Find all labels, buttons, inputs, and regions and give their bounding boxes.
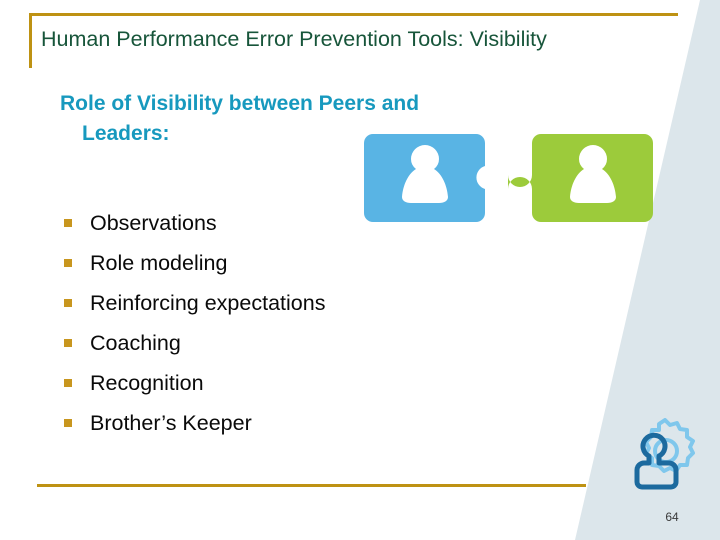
list-item-label: Coaching	[90, 331, 181, 355]
person-icon	[634, 432, 679, 490]
puzzle-people-graphic	[364, 134, 653, 222]
list-item: Observations	[62, 203, 482, 243]
person-gear-logo	[634, 418, 695, 490]
square-bullet-icon	[64, 299, 72, 307]
list-item-label: Observations	[90, 211, 217, 235]
list-item-label: Reinforcing expectations	[90, 291, 326, 315]
slide-title: Human Performance Error Prevention Tools…	[41, 27, 547, 51]
list-item-label: Role modeling	[90, 251, 228, 275]
square-bullet-icon	[64, 339, 72, 347]
list-item-label: Brother’s Keeper	[90, 411, 252, 435]
bottom-rule	[37, 484, 586, 487]
subtitle-line-2: Leaders:	[82, 122, 170, 145]
subtitle-line-1: Role of Visibility between Peers and	[60, 92, 420, 115]
square-bullet-icon	[64, 259, 72, 267]
list-item: Recognition	[62, 363, 482, 403]
list-item: Reinforcing expectations	[62, 283, 482, 323]
bullet-list: Observations Role modeling Reinforcing e…	[62, 203, 482, 443]
square-bullet-icon	[64, 419, 72, 427]
leader-puzzle-piece-green-icon	[508, 134, 653, 222]
page-number: 64	[665, 510, 679, 524]
list-item: Role modeling	[62, 243, 482, 283]
title-rule-top	[29, 13, 678, 16]
list-item: Brother’s Keeper	[62, 403, 482, 443]
square-bullet-icon	[64, 219, 72, 227]
title-rule-left	[29, 13, 32, 68]
list-item-label: Recognition	[90, 371, 204, 395]
list-item: Coaching	[62, 323, 482, 363]
peer-puzzle-piece-blue-icon	[364, 134, 485, 222]
subtitle: Role of Visibility between Peers and Lea…	[60, 89, 560, 149]
square-bullet-icon	[64, 379, 72, 387]
